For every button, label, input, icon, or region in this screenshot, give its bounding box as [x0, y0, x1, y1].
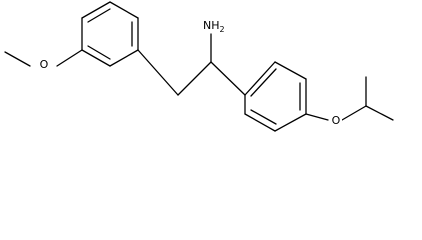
bond — [56, 49, 83, 67]
atom-label-isopropoxy-oxygen: O — [330, 113, 342, 127]
bond — [365, 105, 394, 121]
right-benzene-ring — [244, 61, 307, 132]
structure-diagram: O NH2 O — [4, 1, 394, 132]
bond — [341, 105, 367, 121]
atom-label-methoxy-oxygen: O — [38, 57, 50, 71]
bond — [244, 113, 276, 132]
oxygen-label: O — [40, 58, 49, 71]
bond — [109, 49, 139, 67]
double-bond-inner — [250, 68, 277, 97]
bond — [4, 51, 31, 67]
bond — [81, 1, 111, 19]
bond — [177, 61, 212, 96]
bond — [244, 61, 276, 96]
double-bond-inner — [87, 8, 111, 23]
oxygen-label: O — [332, 114, 341, 127]
double-bond-inner — [250, 109, 277, 125]
bond — [210, 61, 246, 96]
left-methoxy-group — [4, 49, 83, 67]
atom-label-amine: NH2 — [199, 15, 225, 34]
left-benzene-ring — [81, 1, 139, 67]
bond — [274, 61, 307, 80]
double-bond-inner — [87, 45, 111, 60]
bond — [109, 1, 139, 19]
bond — [137, 49, 179, 96]
bond — [305, 113, 329, 121]
bond — [81, 49, 111, 67]
ethyl-linker — [137, 33, 246, 96]
amine-label: NH2 — [203, 19, 225, 34]
bond — [274, 113, 307, 132]
isopropoxy-group — [305, 76, 394, 121]
